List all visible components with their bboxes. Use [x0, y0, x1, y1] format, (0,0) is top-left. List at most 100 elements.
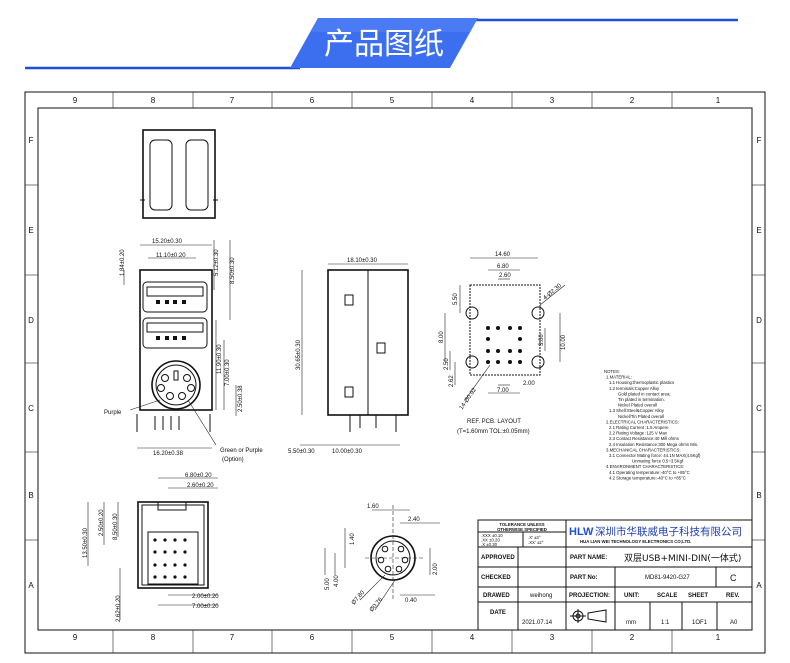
drawed-label: DRAWED	[483, 593, 510, 599]
grid-col-label: 8	[151, 633, 156, 642]
part-no-label: PART No:	[570, 575, 598, 581]
note-line: Tin plated in termination.	[618, 397, 665, 402]
tolerance-title-2: OTHERWISE SPECIFIED	[497, 527, 547, 532]
grid-row-label: C	[28, 404, 34, 413]
dim-label: 5.00	[325, 578, 331, 590]
dim-label: 7.00	[497, 388, 509, 394]
drawed-value: weihong	[529, 593, 552, 599]
tolerance-row: .XX ±0.20	[481, 538, 500, 543]
sheet-value: 1OF1	[692, 620, 708, 626]
grid-row-label: A	[756, 581, 762, 590]
grid-col-label: 3	[550, 633, 555, 642]
dim-label: 5.50	[453, 293, 459, 305]
note-line: 1.1 Housing:thermoplastic plastics	[609, 380, 674, 385]
unit-value: mm	[626, 620, 636, 626]
approved-label: APPROVED	[481, 555, 515, 561]
note-line: 2.3 Contact Resistance:40 Mill ohms	[609, 436, 679, 441]
dim-label: 4-Ø2.30	[542, 283, 563, 302]
purple-label: Purple	[104, 410, 122, 416]
dim-label: 2.00	[433, 563, 439, 575]
option-label: (Option)	[222, 457, 244, 463]
note-line: Gold plated in contact area;	[618, 391, 671, 396]
dim-label: 5.12±0.30	[214, 249, 220, 276]
grid-col-label: 9	[73, 633, 78, 642]
dim-label: 2.60±0.20	[187, 483, 214, 489]
note-line: 2.2 Rating Voltage :125 V Max	[609, 431, 668, 436]
part-name-value: 双层USB+MINI-DIN(一体式)	[624, 552, 741, 564]
company-name-cn: 深圳市华联威电子科技有限公司	[595, 525, 742, 538]
title-block: TOLERANCE UNLESS OTHERWISE SPECIFIED .XX…	[477, 519, 753, 631]
dim-label: 2.00±0.20	[192, 594, 219, 600]
dim-label: 2.62±0.20	[116, 595, 122, 622]
tolerance-row: .XXX ±0.10	[481, 533, 503, 538]
projection-symbol-icon	[570, 609, 607, 623]
drawing-frame: 9 8 7 6 5 4 3 2 1 9 8 7 6 5 4 3 2 1 F E …	[24, 91, 766, 654]
dim-label: 30.65±0.30	[296, 339, 302, 370]
dim-label: 16.20±0.38	[153, 451, 184, 457]
angle-tolerance-row: .XX' ±2°	[528, 540, 544, 545]
green-purple-label: Green or Purple	[220, 448, 263, 454]
company-name-en: HUA LIAN WEI TECHNOLOGY ELECTRONICS CO;L…	[580, 539, 691, 544]
grid-col-label: 4	[470, 633, 475, 642]
grid-row-label: D	[756, 316, 762, 325]
note-line: NOTES:	[604, 369, 620, 374]
dim-label: 14-Ø0.92	[459, 387, 479, 411]
dim-label: 2.62	[449, 375, 455, 387]
dim-label: 7.00±0.20	[192, 604, 219, 610]
angle-tolerance-row: .X' ±3°	[528, 535, 541, 540]
note-line: 2.1 Rating Current :1.5 Ampere	[609, 425, 669, 430]
sheet-label: SHEET	[688, 593, 708, 599]
dim-label: 8.00	[439, 331, 445, 343]
note-line: 1.MATERIAL:	[606, 375, 632, 380]
projection-label: PROJECTION:	[569, 593, 610, 599]
tolerance-row: .X ±0.30	[481, 542, 498, 547]
grid-row-label: E	[28, 226, 33, 235]
grid-col-label: 2	[630, 96, 635, 105]
note-line: 4.ENVIRONMENT CHARACTERISTICS:	[606, 464, 684, 469]
note-line: 1.3 Shell:Steel&Copper Alloy	[609, 408, 665, 413]
dim-label: 7.00±0.30	[225, 359, 231, 386]
grid-col-label: 5	[390, 633, 395, 642]
grid-row-label: F	[757, 136, 762, 145]
side-view: 18.10±0.30 30.65±0.30 5.50±0.30 10.00±0.…	[288, 258, 409, 455]
note-line: 4.1 Operating temperature:-40°C to +85°C	[609, 470, 690, 475]
dim-label: 2.50±0.38	[238, 385, 244, 412]
scale-value: 1:1	[661, 620, 670, 626]
dim-label: 6.80	[497, 264, 509, 270]
grid-col-label: 7	[230, 96, 235, 105]
grid-row-label: B	[28, 491, 33, 500]
dim-label: 13.50±0.30	[83, 527, 89, 558]
dim-label: 5.50±0.30	[288, 449, 315, 455]
grid-col-label: 1	[716, 96, 721, 105]
grid-col-label: 9	[73, 96, 78, 105]
grid-col-label: 6	[310, 633, 315, 642]
dim-label: 1.84±0.20	[120, 249, 126, 276]
grid-col-label: 7	[230, 633, 235, 642]
top-view	[140, 129, 218, 219]
grid-col-label: 1	[716, 633, 721, 642]
front-view: 1.84±0.20 15.20±0.30 11.10±0.20 5.12±0.3…	[104, 239, 263, 463]
grid-row-label: D	[28, 316, 34, 325]
bottom-view: 6.80±0.20 2.60±0.20 13.50±0.30 2.50±0.20…	[83, 473, 219, 622]
dim-label: 15.20±0.30	[152, 239, 183, 245]
page-title: 产品图纸	[324, 27, 444, 62]
grid-row-label: F	[29, 136, 34, 145]
note-line: 2.ELECTRICAL CHARACTERISTICS:	[606, 419, 679, 424]
note-line: 3.MECHANICAL CHARACTERISTICS:	[606, 447, 681, 452]
dim-label: 2.60	[499, 273, 511, 279]
dim-label: 8.50±0.30	[230, 257, 236, 284]
part-no-value: MD81-9420-G27	[645, 575, 690, 581]
header-banner: 产品图纸	[25, 18, 738, 70]
dim-label: 14.60	[495, 252, 511, 258]
date-value: 2021.07.14	[522, 620, 553, 626]
rev-label: REV.	[726, 593, 740, 599]
dim-label: 10.00±0.30	[332, 449, 363, 455]
mini-din-view: 1.60 2.40 1.40 5.00 4.00 Ø7.80 Ø0.76 0.4…	[324, 504, 440, 613]
dim-label: 11.90±0.30	[217, 344, 223, 374]
grid-row-label: A	[28, 581, 34, 590]
note-line: Nickel/Tin Plated overall	[618, 414, 664, 419]
dim-label: 8.50±0.30	[113, 513, 119, 540]
company-logo: HLW	[569, 526, 594, 538]
dim-label: 11.10±0.20	[156, 253, 186, 259]
pcb-layout: 14.60 6.80 2.60 5.50 4-Ø2.30 8.00 3.00 1…	[439, 252, 567, 435]
